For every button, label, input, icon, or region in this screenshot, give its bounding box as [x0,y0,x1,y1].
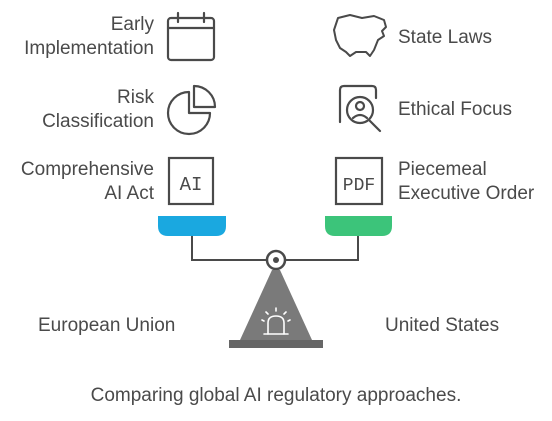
piecemeal-executive-order-label: Piecemeal Executive Order [398,158,534,206]
ethical-focus-line-1: Ethical Focus [398,99,513,120]
early-implementation-line-2: Implementation [24,38,154,59]
piecemeal-executive-order-line-2: Executive Order [398,183,535,204]
ai-document-icon: AI [167,156,215,206]
risk-classification-label: Risk Classification [10,86,154,134]
risk-classification-line-1: Risk [117,87,154,108]
right-pan [325,216,392,236]
pie-chart-icon [166,84,217,136]
scale-stand [240,270,312,340]
state-laws-line-1: State Laws [398,27,492,48]
diagram-caption: Comparing global AI regulatory approache… [90,385,462,406]
risk-classification-line-2: Classification [42,111,154,132]
calendar-icon [166,11,216,62]
pdf-icon-text: PDF [343,176,375,196]
comprehensive-ai-act-label: Comprehensive AI Act [6,158,154,206]
alarm-light-icon [261,307,291,335]
state-laws-label: State Laws [398,26,492,50]
left-pan [158,216,226,236]
comprehensive-ai-act-line-1: Comprehensive [20,159,154,180]
early-implementation-label: Early Implementation [10,13,154,61]
scale-pivot-center [273,257,279,263]
us-map-icon [333,14,387,57]
comprehensive-ai-act-line-2: AI Act [104,183,154,204]
ethical-focus-label: Ethical Focus [398,98,512,122]
united-states-label: United States [385,315,500,336]
ai-icon-text: AI [180,174,203,196]
early-implementation-line-1: Early [110,14,154,35]
magnifier-person-icon [338,84,382,133]
scale-beam [191,236,359,261]
scale-base [229,340,323,348]
pdf-document-icon: PDF [334,156,384,206]
piecemeal-executive-order-line-1: Piecemeal [398,159,487,180]
european-union-label: European Union [38,315,176,336]
